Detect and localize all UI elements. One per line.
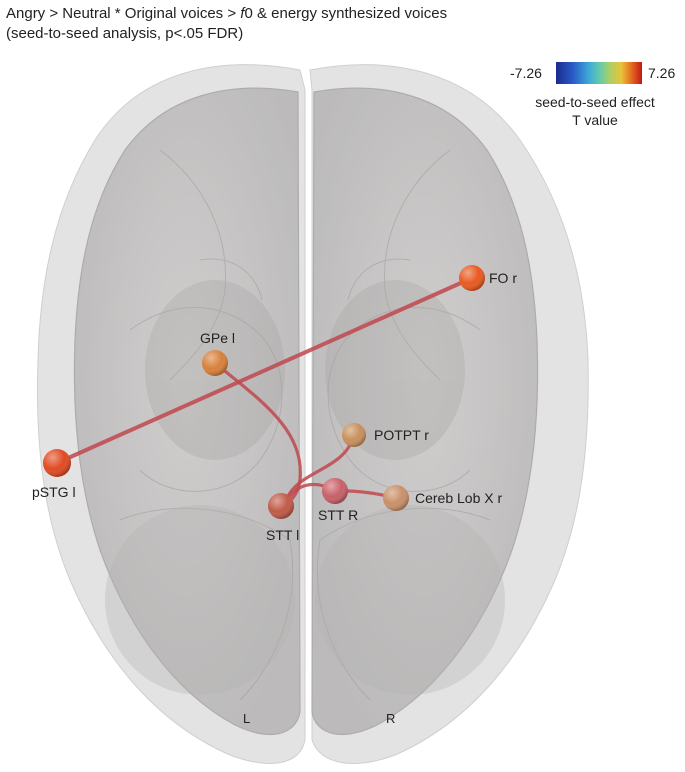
- node-gpe_l: GPe l: [200, 330, 235, 376]
- node-fo_r: FO r: [459, 265, 517, 291]
- node-label-potpt_r: POTPT r: [374, 427, 429, 443]
- node-stt_l: STT l: [266, 493, 299, 543]
- nodes-layer: FO r GPe l POTPT r pSTG l STT R STT l Cereb Lo…: [32, 265, 517, 543]
- figure-title: Angry > Neutral * Original voices > f0 &…: [6, 4, 447, 44]
- brain-inner-structures: [119, 149, 491, 701]
- node-stt_r: STT R: [318, 478, 358, 523]
- node-label-gpe_l: GPe l: [200, 330, 235, 346]
- node-shade-stt_l: [268, 493, 294, 519]
- node-label-stt_l: STT l: [266, 527, 299, 543]
- brain-hemispheres: [73, 87, 539, 735]
- node-shade-gpe_l: [202, 350, 228, 376]
- node-label-fo_r: FO r: [489, 270, 517, 286]
- colorbar-min: -7.26: [510, 65, 542, 81]
- node-shade-stt_r: [322, 478, 348, 504]
- colorbar-label: seed-to-seed effect: [535, 94, 655, 110]
- title-line-1: Angry > Neutral * Original voices > f0 &…: [6, 4, 447, 24]
- node-pstg_l: pSTG l: [32, 449, 76, 500]
- node-shade-cereb_r: [383, 485, 409, 511]
- node-label-stt_r: STT R: [318, 507, 358, 523]
- colorbar-gradient: [556, 62, 642, 84]
- title-text-pre: Angry > Neutral * Original voices >: [6, 5, 241, 22]
- colorbar-max: 7.26: [648, 65, 676, 81]
- node-label-pstg_l: pSTG l: [32, 484, 76, 500]
- node-potpt_r: POTPT r: [342, 423, 429, 447]
- node-shade-pstg_l: [43, 449, 71, 477]
- hemisphere-left-label: L: [243, 711, 250, 726]
- node-cereb_r: Cereb Lob X r: [383, 485, 502, 511]
- title-text-post: 0 & energy synthesized voices: [244, 5, 448, 22]
- title-line-2: (seed-to-seed analysis, p<.05 FDR): [6, 25, 244, 42]
- node-label-cereb_r: Cereb Lob X r: [415, 490, 502, 506]
- title-text-italic: f: [240, 5, 245, 22]
- node-shade-fo_r: [459, 265, 485, 291]
- node-shade-potpt_r: [342, 423, 366, 447]
- colorbar-sublabel: T value: [572, 112, 618, 128]
- colorbar-row: -7.26 7.26: [510, 62, 680, 84]
- hemisphere-right-label: R: [386, 711, 395, 726]
- connection-pstg_l-fo_r: [55, 276, 474, 465]
